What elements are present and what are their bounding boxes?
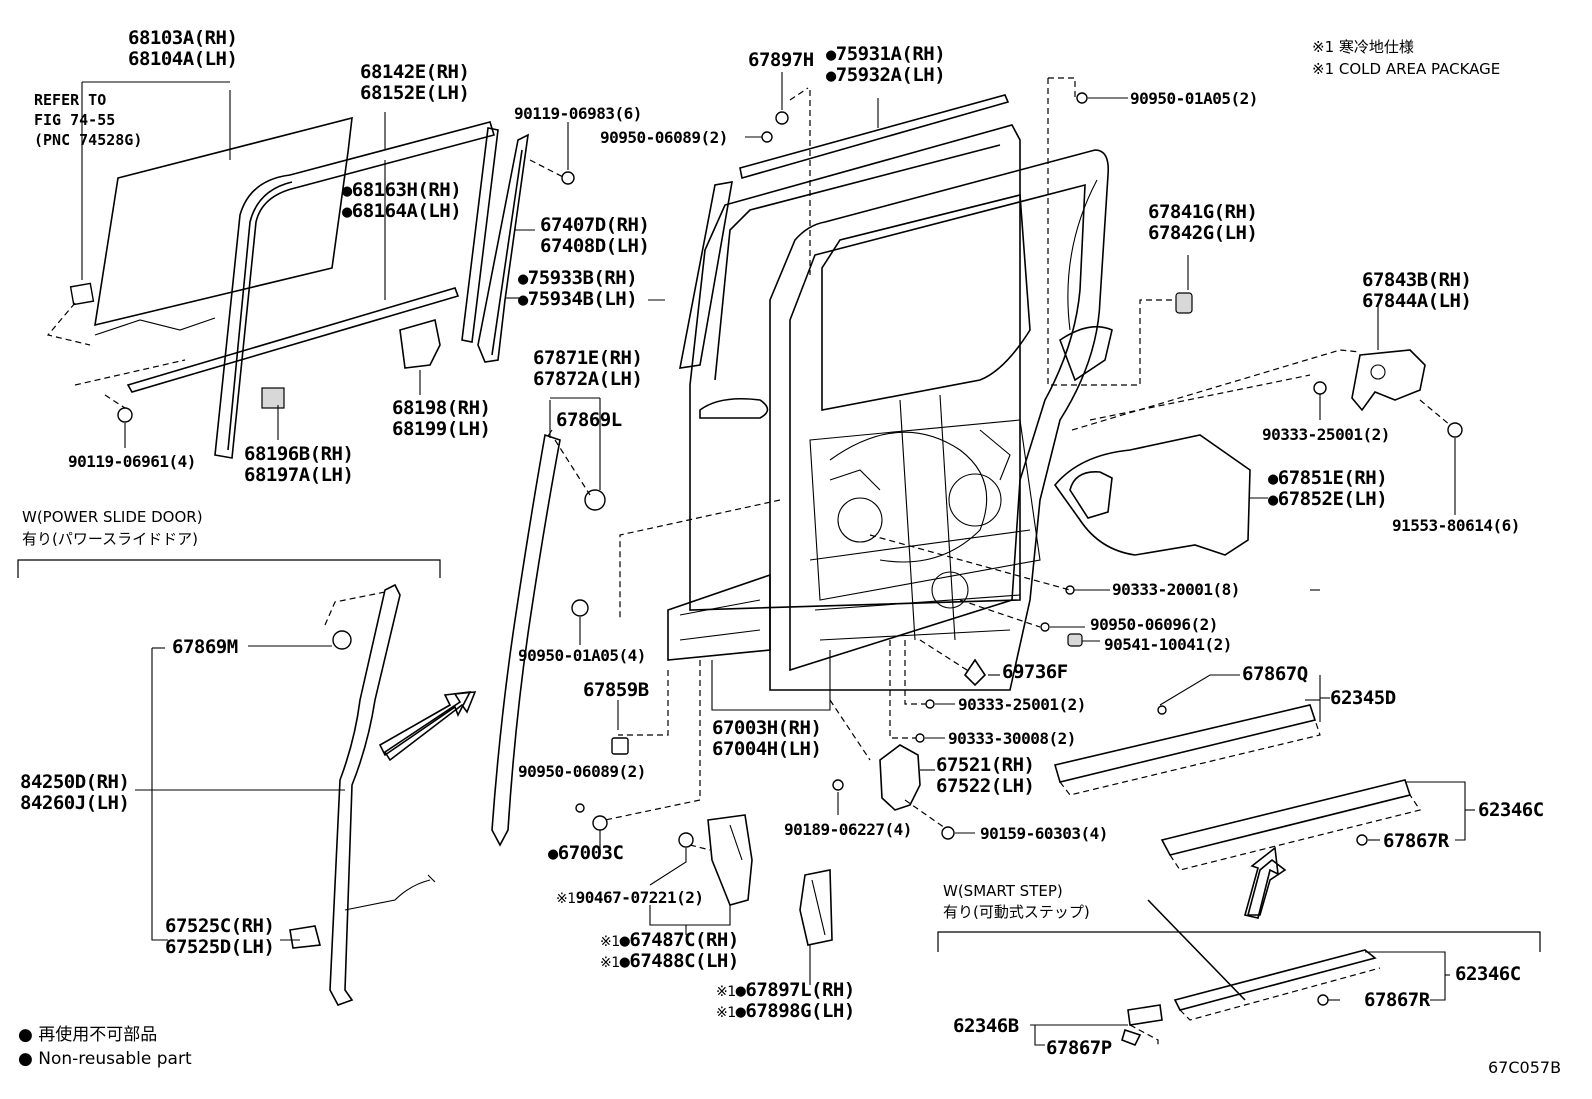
- part-label[interactable]: 84250D(RH): [20, 771, 130, 793]
- scuff-plate-illustration: [937, 674, 1541, 1047]
- section-smart-step-en: W(SMART STEP): [943, 882, 1063, 900]
- part-label[interactable]: 67843B(RH): [1362, 269, 1472, 291]
- part-label[interactable]: 90950-01A05(2): [1130, 89, 1258, 108]
- section-power-slide-en: W(POWER SLIDE DOOR): [22, 508, 203, 526]
- section-power-slide-jp: 有り(パワースライドドア): [22, 530, 198, 548]
- note-nonreusable-en: ● Non-reusable part: [18, 1049, 192, 1069]
- part-label[interactable]: 67867R: [1364, 989, 1430, 1011]
- run-channel-frame-illustration: [74, 112, 499, 459]
- label-leaders: [547, 136, 1320, 591]
- part-label[interactable]: 68164A(LH): [342, 201, 462, 223]
- part-label[interactable]: 90333-25001(2): [958, 695, 1086, 714]
- part-label[interactable]: 90950-06089(2): [600, 128, 728, 147]
- part-label[interactable]: 90950-06089(2): [518, 762, 646, 781]
- part-label[interactable]: ※167487C(RH): [600, 929, 739, 953]
- diagram-id: 67C057B: [1488, 1058, 1562, 1077]
- part-label[interactable]: ※190467-07221(2): [556, 888, 704, 907]
- part-label[interactable]: 68199(LH): [392, 418, 491, 440]
- part-label[interactable]: 67407D(RH): [540, 214, 650, 236]
- part-label[interactable]: 67003C: [548, 843, 624, 865]
- part-label[interactable]: 67842G(LH): [1148, 222, 1258, 244]
- part-label[interactable]: 68198(RH): [392, 397, 491, 419]
- note-cold-area-jp: ※1 寒冷地仕様: [1312, 38, 1414, 56]
- part-label[interactable]: 67003H(RH): [712, 717, 822, 739]
- part-label[interactable]: 68197A(LH): [244, 464, 354, 486]
- part-label[interactable]: 84260J(LH): [20, 792, 130, 814]
- division-bar-illustration: [477, 122, 575, 363]
- part-label[interactable]: 67867Q: [1242, 663, 1308, 685]
- part-label[interactable]: 62346C: [1455, 963, 1521, 985]
- part-label[interactable]: ※167898G(LH): [716, 1000, 855, 1024]
- part-label[interactable]: 67871E(RH): [533, 347, 643, 369]
- part-label[interactable]: 67521(RH): [936, 754, 1035, 776]
- part-label[interactable]: 75931A(RH): [826, 44, 946, 66]
- part-label[interactable]: 62346B: [953, 1015, 1019, 1037]
- part-label[interactable]: 67408D(LH): [540, 235, 650, 257]
- part-label[interactable]: 67897H: [748, 49, 814, 71]
- part-label[interactable]: 67841G(RH): [1148, 201, 1258, 223]
- part-label[interactable]: 69736F: [1002, 661, 1068, 683]
- refer-line-1: REFER TO: [34, 91, 107, 109]
- note-cold-area-en: ※1 COLD AREA PACKAGE: [1312, 60, 1501, 78]
- door-panel-illustration: [667, 77, 1172, 691]
- part-label[interactable]: 67869M: [172, 636, 238, 658]
- part-label[interactable]: 67872A(LH): [533, 368, 643, 390]
- part-label[interactable]: 90541-10041(2): [1104, 635, 1232, 654]
- part-label[interactable]: 75933B(RH): [518, 268, 638, 290]
- part-label[interactable]: 90119-06961(4): [68, 452, 196, 471]
- part-label[interactable]: 67525D(LH): [165, 936, 275, 958]
- part-label[interactable]: ※167488C(LH): [600, 950, 739, 974]
- part-label[interactable]: 67004H(LH): [712, 738, 822, 760]
- part-label[interactable]: 90333-30008(2): [948, 729, 1076, 748]
- door-glass-illustration: [46, 81, 353, 346]
- part-label[interactable]: 67852E(LH): [1268, 489, 1388, 511]
- part-label[interactable]: 67522(LH): [936, 775, 1035, 797]
- part-label[interactable]: 67867P: [1046, 1037, 1112, 1059]
- power-slide-section: [17, 559, 1246, 1006]
- part-label[interactable]: 90119-06983(6): [514, 104, 642, 123]
- part-label[interactable]: 90159-60303(4): [980, 824, 1108, 843]
- part-label[interactable]: 62346C: [1478, 799, 1544, 821]
- part-label[interactable]: 90333-20001(8): [1112, 580, 1240, 599]
- part-label[interactable]: ※167897L(RH): [716, 979, 855, 1003]
- direction-arrows: [378, 691, 1279, 919]
- part-label[interactable]: 67844A(LH): [1362, 290, 1472, 312]
- part-label[interactable]: 67851E(RH): [1268, 468, 1388, 490]
- part-label[interactable]: 68196B(RH): [244, 443, 354, 465]
- part-label[interactable]: 90950-06096(2): [1090, 615, 1218, 634]
- part-label[interactable]: 91553-80614(6): [1392, 516, 1520, 535]
- part-label[interactable]: 90950-01A05(4): [518, 646, 646, 665]
- part-label[interactable]: 68103A(RH): [128, 27, 238, 49]
- section-smart-step-jp: 有り(可動式ステップ): [943, 903, 1090, 921]
- regulator-mechanism-illustration: [809, 394, 1041, 641]
- part-label[interactable]: 67859B: [583, 679, 649, 701]
- part-label[interactable]: 67525C(RH): [165, 915, 275, 937]
- fastener-leaders: [571, 72, 1463, 855]
- part-label[interactable]: 68104A(LH): [128, 48, 238, 70]
- note-nonreusable-jp: ● 再使用不可部品: [18, 1025, 158, 1045]
- part-label[interactable]: 67867R: [1383, 830, 1449, 852]
- part-label[interactable]: 90189-06227(4): [784, 820, 912, 839]
- part-label[interactable]: 62345D: [1330, 687, 1396, 709]
- part-label[interactable]: 68152E(LH): [360, 82, 470, 104]
- refer-line-2: FIG 74-55: [34, 111, 116, 129]
- part-label[interactable]: 75932A(LH): [826, 65, 946, 87]
- part-label[interactable]: 67869L: [556, 409, 622, 431]
- part-label[interactable]: 68163H(RH): [342, 180, 462, 202]
- part-label[interactable]: 75934B(LH): [518, 289, 638, 311]
- part-label[interactable]: 68142E(RH): [360, 61, 470, 83]
- refer-line-3: (PNC 74528G): [34, 131, 143, 149]
- part-label[interactable]: 90333-25001(2): [1262, 425, 1390, 444]
- step-cover-illustration: [649, 814, 833, 985]
- weatherstrip-illustration: [491, 397, 606, 847]
